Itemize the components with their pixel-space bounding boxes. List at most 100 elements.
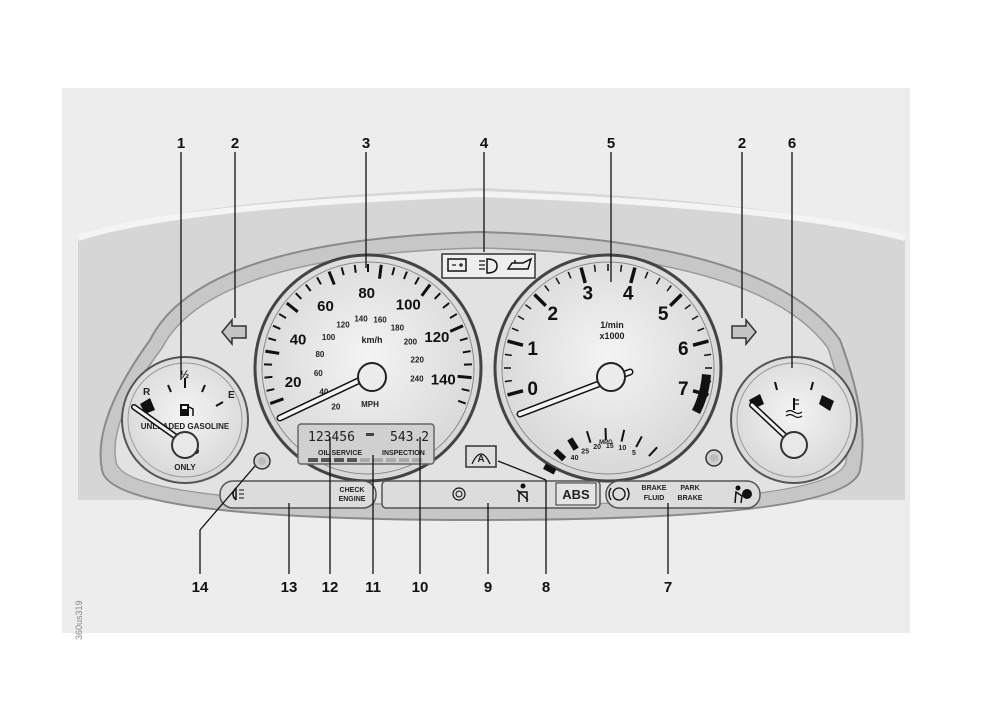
service-led: [399, 458, 409, 462]
tacho-tick: [668, 293, 683, 308]
service-led: [334, 458, 344, 462]
speedo-kmh-label: 200: [404, 338, 418, 347]
check-engine-line2: ENGINE: [339, 496, 366, 503]
speedo-tick: [433, 292, 441, 300]
park-brake-line1: PARK: [680, 485, 699, 492]
tacho-tick: [504, 379, 512, 383]
service-interval-leds: [308, 458, 422, 462]
fuel-hub: [171, 431, 199, 459]
service-led: [412, 458, 422, 462]
speedo-kmh-label: 240: [410, 374, 424, 383]
mpg-tick: [543, 463, 557, 475]
tacho-tick: [579, 267, 587, 284]
callout-3: 3: [362, 135, 370, 152]
callout-5: 5: [607, 135, 615, 152]
speedo-mph-label: 20: [285, 374, 302, 391]
speedo-kmh-label: 180: [391, 324, 405, 333]
speedo-tick: [414, 276, 420, 285]
speedo-kmh-label: 160: [373, 315, 387, 324]
speedo-tick: [340, 267, 345, 276]
tacho-number: 5: [658, 304, 669, 325]
image-id-label: 360us319: [74, 600, 84, 640]
mpg-number: 20: [593, 444, 601, 451]
tacho-tick: [533, 293, 548, 308]
speedo-tick: [449, 324, 464, 333]
speedo-mph-unit: MPH: [361, 400, 379, 409]
tacho-number: 3: [583, 284, 594, 305]
speedo-tick: [305, 283, 312, 292]
speedo-kmh-label: 60: [314, 369, 323, 378]
mpg-tick: [620, 429, 626, 442]
speedo-tick: [420, 283, 432, 297]
tacho-number: 4: [623, 284, 634, 305]
callout-1: 1: [177, 135, 185, 152]
speedo-tick: [459, 337, 468, 342]
tacho-tick: [692, 339, 709, 347]
speedo-kmh-label: 120: [336, 321, 350, 330]
mpg-number: 15: [606, 443, 614, 450]
speedo-tick: [403, 271, 408, 280]
service-led: [347, 458, 357, 462]
callout-4: 4: [480, 135, 489, 152]
check-engine-line1: CHECK: [340, 487, 365, 494]
speedo-mph-label: 40: [290, 331, 307, 348]
speedo-tick: [462, 350, 471, 354]
callout-7: 7: [664, 579, 672, 596]
speedo-mph-label: 60: [317, 298, 334, 315]
coolant-temp-icon: [785, 398, 803, 419]
speedo-kmh-unit: km/h: [361, 335, 382, 345]
brake-wear-icon: [452, 487, 466, 501]
tacho-number: 7: [678, 379, 689, 400]
mpg-tick: [567, 437, 579, 451]
temp-hub: [780, 431, 808, 459]
callout-8: 8: [542, 579, 550, 596]
fuel-reserve-mark: [140, 398, 155, 414]
tacho-tick: [655, 277, 661, 285]
tacho-redline: [692, 374, 711, 414]
mpg-tick: [648, 446, 658, 457]
fuel-only-label: ONLY: [174, 463, 196, 472]
tacho-unit-x1000: x1000: [599, 331, 624, 341]
callout-11: 11: [365, 579, 381, 596]
tacho-unit-rpm: 1/min: [600, 320, 624, 330]
abs-label: ABS: [562, 487, 590, 502]
mpg-tick: [635, 435, 643, 448]
mpg-number: 10: [618, 445, 626, 452]
tacho-tick: [593, 264, 597, 272]
speedo-tick: [378, 264, 383, 279]
speedo-tick: [449, 313, 458, 319]
tacho-tick: [684, 304, 691, 310]
tacho-number: 2: [548, 304, 559, 325]
speedo-kmh-label: 20: [331, 402, 340, 411]
callout-6: 6: [788, 135, 796, 152]
service-led: [321, 458, 331, 462]
mpg-label: MPG: [599, 440, 613, 446]
fuel-r-label: R: [143, 387, 151, 398]
mpg-number: 5: [632, 450, 636, 457]
speedo-tick: [285, 301, 299, 313]
speedo-kmh-label: 80: [315, 350, 324, 359]
tacho-tick: [504, 353, 512, 357]
speedo-tick: [272, 324, 281, 330]
speedo-mph-label: 120: [424, 329, 449, 346]
speedo-mph-label: 100: [396, 297, 421, 314]
tacho-tick: [619, 264, 623, 272]
tacho-tick: [691, 315, 699, 321]
fuel-unleaded-label: UNLEADED GASOLINE: [141, 422, 230, 431]
oil-can-icon: [506, 257, 533, 270]
tacho-tick: [507, 389, 524, 397]
trip-readout: 543.2: [390, 430, 429, 445]
callout-13: 13: [281, 579, 298, 596]
fog-light-icon: [232, 487, 244, 501]
brake-fluid-line2: FLUID: [644, 495, 665, 502]
callout-2-right: 2: [738, 135, 746, 152]
tacho-tick: [507, 339, 524, 347]
tacho-number: 6: [678, 339, 689, 360]
tacho-tick: [629, 267, 637, 284]
brake-fluid-line1: BRAKE: [642, 485, 667, 492]
